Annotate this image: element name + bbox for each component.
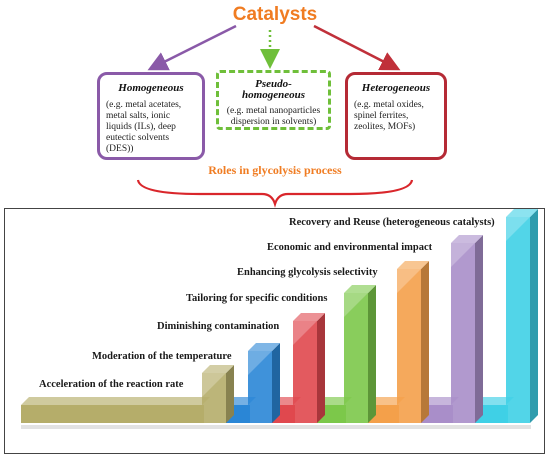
arrow-heterogeneous <box>313 24 401 71</box>
step-column-highlight <box>506 217 530 241</box>
step-column-top <box>397 261 429 269</box>
arrow-homogeneous <box>147 24 237 71</box>
step-base-front <box>21 405 204 423</box>
role-label: Moderation of the temperature <box>92 351 232 362</box>
step-base-top <box>317 397 352 405</box>
homogeneous-examples: (e.g. metal acetates, metal salts, ionic… <box>106 100 182 154</box>
homogeneous-box: Homogeneous (e.g. metal acetates, metal … <box>97 72 205 160</box>
step-column-top <box>248 343 280 351</box>
step-column-top <box>506 209 538 217</box>
role-label: Enhancing glycolysis selectivity <box>237 267 378 278</box>
heterogeneous-box: Heterogeneous (e.g. metal oxides, spinel… <box>345 72 447 160</box>
step-column-top <box>344 285 376 293</box>
step-column-side <box>421 261 429 423</box>
step-column-side <box>317 313 325 423</box>
heterogeneous-examples: (e.g. metal oxides, spinel ferrites, zeo… <box>354 100 424 132</box>
step-base-top <box>475 397 514 405</box>
step-column-highlight <box>451 243 475 267</box>
roles-staircase: Acceleration of the reaction rate Moderat… <box>21 209 538 429</box>
step-base-top <box>21 397 210 405</box>
homogeneous-heading: Homogeneous <box>118 82 184 94</box>
pseudo-homogeneous-box: Pseudo-homogeneous (e.g. metal nanoparti… <box>216 70 331 130</box>
brace <box>136 179 414 208</box>
step-column <box>451 243 475 423</box>
step-column-highlight <box>397 269 421 293</box>
role-label: Recovery and Reuse (heterogeneous cataly… <box>289 217 495 228</box>
pseudo-homogeneous-examples: (e.g. metal nanoparticles dispersion in … <box>226 106 321 127</box>
step-column-highlight <box>293 321 317 345</box>
step-column-side <box>368 285 376 423</box>
step-column-top <box>293 313 325 321</box>
step-column-top <box>202 365 234 373</box>
step-base-front <box>475 405 508 423</box>
step-column-highlight <box>248 351 272 375</box>
role-label: Diminishing contamination <box>157 321 279 332</box>
step-column <box>506 217 530 423</box>
role-label: Tailoring for specific conditions <box>186 293 327 304</box>
step-column-top <box>451 235 483 243</box>
step-column-highlight <box>202 373 226 397</box>
diagram-title: Catalysts <box>232 4 318 25</box>
step-column-side <box>530 209 538 423</box>
pseudo-homogeneous-heading: Pseudo-homogeneous <box>242 78 305 101</box>
step-column-side <box>272 343 280 423</box>
roles-title: Roles in glycolysis process <box>208 163 342 177</box>
floor-shadow <box>21 425 531 429</box>
step-base-top <box>421 397 459 405</box>
role-label: Economic and environmental impact <box>267 242 433 253</box>
step-base-top <box>368 397 405 405</box>
roles-panel: Acceleration of the reaction rate Moderat… <box>4 208 545 454</box>
step-column <box>344 293 368 423</box>
step-column-side <box>226 365 234 423</box>
role-label: Acceleration of the reaction rate <box>39 379 184 390</box>
step-column-side <box>475 235 483 423</box>
step-column <box>397 269 421 423</box>
connector-arrows <box>136 24 414 208</box>
step-column-highlight <box>344 293 368 317</box>
heterogeneous-heading: Heterogeneous <box>361 82 431 94</box>
